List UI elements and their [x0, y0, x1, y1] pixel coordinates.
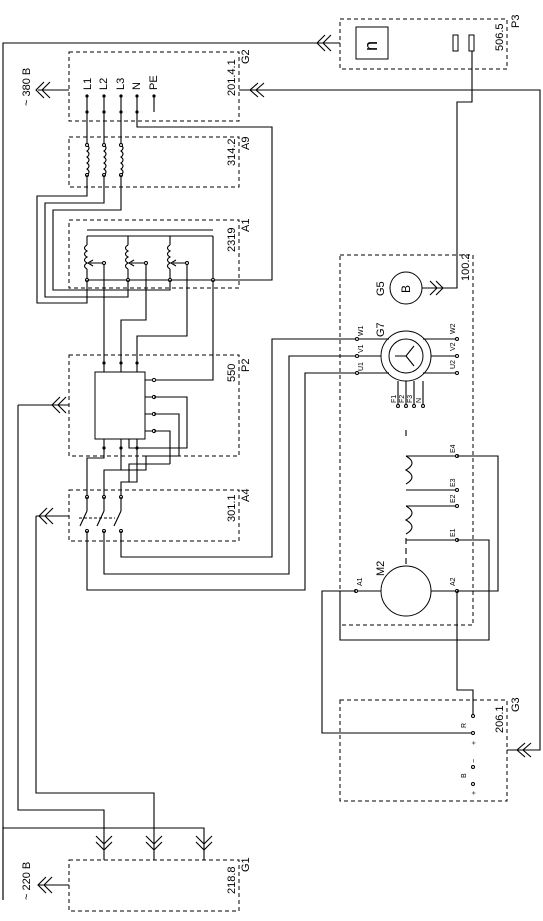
- g2-terminal-l1: L1: [82, 78, 94, 90]
- g7-term-u2: U2: [450, 360, 457, 369]
- block-p3: 506.5 P3 n: [339, 15, 522, 70]
- block-a4: 301.1 A4: [68, 489, 252, 542]
- block-a4-name: A4: [240, 489, 252, 502]
- g2-supply-label: ~ 380 B: [21, 68, 33, 106]
- g2-terminal-pe: PE: [148, 75, 160, 90]
- p3-symbol: n: [361, 41, 381, 51]
- g7-term-f1: F1: [391, 395, 398, 403]
- block-machines-code: 100.2: [460, 253, 472, 281]
- block-p2: 550 P2: [68, 354, 252, 464]
- block-a9: 314.2 A9: [68, 112, 252, 188]
- block-a9-name: A9: [240, 137, 252, 150]
- block-g1-code: 218.8: [226, 866, 238, 894]
- block-g3-code: 206.1: [494, 705, 506, 733]
- g7-term-f2: F2: [399, 395, 406, 403]
- g7-name: G7: [375, 322, 387, 337]
- block-a1-name: A1: [240, 219, 252, 232]
- block-g2-name: G2: [240, 49, 252, 64]
- block-p3-code: 506.5: [494, 23, 506, 51]
- block-a9-code: 314.2: [226, 138, 238, 166]
- g2-terminal-l2: L2: [98, 78, 110, 90]
- block-g1: 218.8 G1 ~ 220 B: [21, 857, 252, 912]
- block-g2-code: 201.4.1: [226, 59, 238, 96]
- g7-term-n: N: [416, 398, 423, 403]
- m2-term-a2: A2: [450, 577, 457, 586]
- block-machines: 100.2 B G5 G7 W1 V1 U1 W2 V2 U2 F1 F2 F3…: [339, 253, 474, 626]
- g3-term-r: R: [461, 723, 468, 728]
- g2-terminal-l3: L3: [115, 78, 127, 90]
- field-term-e1: E1: [450, 528, 457, 537]
- field-term-e2: E2: [450, 494, 457, 503]
- g5-symbol: B: [399, 285, 413, 293]
- g5-name: G5: [375, 281, 387, 296]
- block-p2-name: P2: [240, 359, 252, 372]
- block-g3: 206.1 G3 R + B − +: [339, 697, 522, 802]
- field-term-e4: E4: [450, 444, 457, 453]
- m2-term-a1: A1: [357, 577, 364, 586]
- block-g3-name: G3: [510, 697, 522, 712]
- g3-term-minus: −: [471, 759, 478, 763]
- g2-terminal-n: N: [131, 82, 143, 90]
- g1-supply-label: ~ 220 B: [21, 862, 33, 900]
- block-p3-name: P3: [510, 15, 522, 28]
- g7-term-v1: V1: [358, 344, 365, 353]
- g3-term-b: B: [461, 773, 468, 778]
- g3-term-plus-a: +: [471, 741, 478, 745]
- g7-term-v2: V2: [450, 342, 457, 351]
- g7-term-w2: W2: [450, 323, 457, 334]
- block-g1-name: G1: [240, 857, 252, 872]
- block-g2: 201.4.1 G2 L1 L2 L3 N PE ~ 380 B: [21, 49, 252, 122]
- g7-term-u1: U1: [358, 362, 365, 371]
- field-term-e3: E3: [450, 478, 457, 487]
- block-a1: 2319 A1: [68, 219, 252, 289]
- block-a4-code: 301.1: [226, 494, 238, 522]
- block-p2-code: 550: [226, 364, 238, 382]
- g7-term-f3: F3: [407, 395, 414, 403]
- g7-term-w1: W1: [358, 325, 365, 336]
- g3-term-plus-b: +: [471, 791, 478, 795]
- m2-name: M2: [375, 561, 387, 576]
- block-a1-code: 2319: [226, 228, 238, 252]
